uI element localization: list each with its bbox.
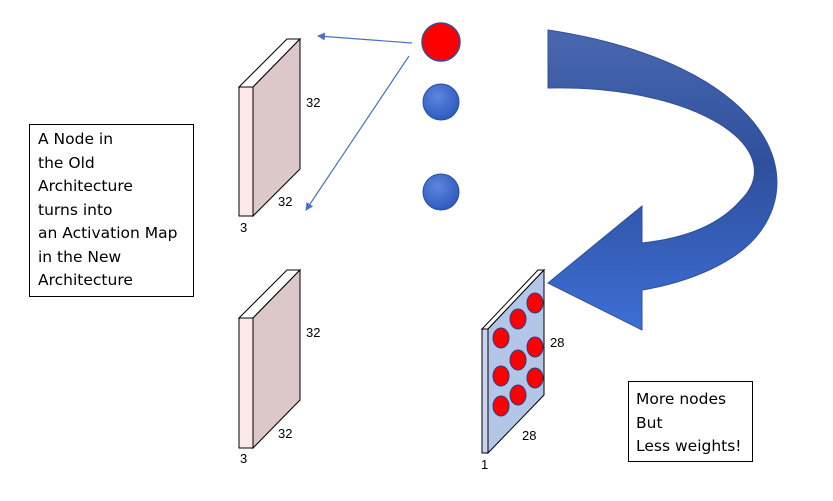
map-width-label: 28 <box>522 428 536 443</box>
activation-node <box>526 336 544 358</box>
block-depth-label: 3 <box>240 451 247 466</box>
block-height-label: 32 <box>306 325 320 340</box>
curved-transform-arrow <box>547 29 778 331</box>
activation-node <box>509 384 527 406</box>
map-depth-label: 1 <box>481 457 488 472</box>
input-volume-top: 32 32 3 <box>237 37 320 235</box>
textbox-line: Architecture <box>38 177 133 195</box>
textbox-line: More nodes <box>636 390 727 408</box>
textbox-line: turns into <box>38 200 113 219</box>
red-node <box>421 22 461 62</box>
note-textbox: More nodes But Less weights! <box>628 381 753 462</box>
block-width-label: 32 <box>278 194 292 209</box>
activation-node <box>492 365 510 387</box>
input-volume-bottom: 32 32 3 <box>237 268 320 466</box>
block-front-face <box>238 317 254 449</box>
textbox-line: in the New <box>38 247 122 266</box>
activation-node <box>526 292 544 314</box>
connector-line-lower <box>305 55 410 211</box>
block-front-face <box>238 86 254 217</box>
textbox-line: the Old <box>38 153 95 172</box>
activation-node <box>509 308 527 330</box>
textbox-line: Less weights! <box>636 437 742 455</box>
activation-node <box>526 367 544 389</box>
activation-node <box>509 349 527 371</box>
block-width-label: 32 <box>278 426 292 441</box>
map-height-label: 28 <box>550 335 564 350</box>
explanation-textbox: A Node in the Old Architecture turns int… <box>29 124 194 297</box>
connector-line-upper <box>317 32 413 44</box>
textbox-line: an Activation Map <box>38 224 178 242</box>
block-height-label: 32 <box>306 95 320 110</box>
block-depth-label: 3 <box>240 220 247 235</box>
textbox-line: A Node in <box>38 130 114 148</box>
blue-node-2 <box>422 173 460 211</box>
activation-node <box>492 327 510 349</box>
blue-node-1 <box>422 83 460 121</box>
textbox-line: Architecture <box>38 271 133 289</box>
activation-map: 28 28 1 <box>480 268 564 472</box>
textbox-line: But <box>636 413 663 432</box>
activation-node <box>492 395 510 417</box>
map-front-face <box>481 328 489 454</box>
